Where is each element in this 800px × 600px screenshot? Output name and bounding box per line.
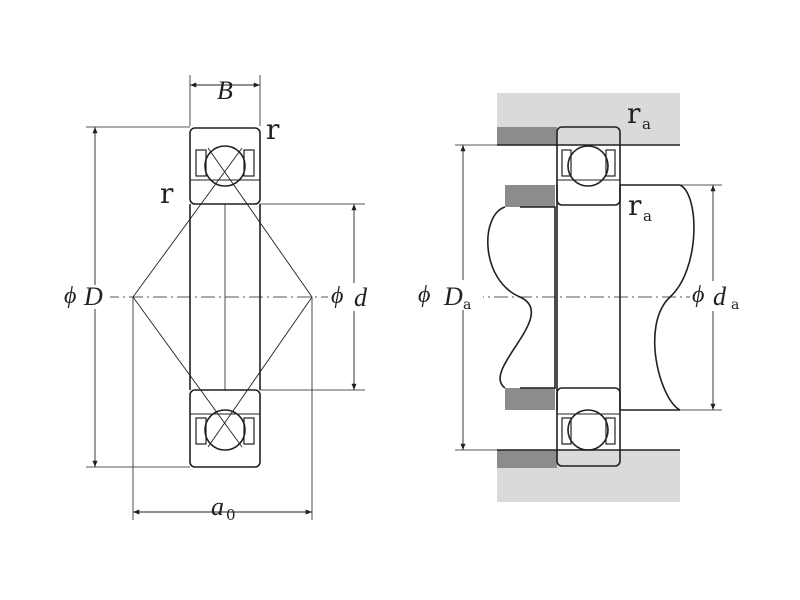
shaft-dia-sub: a bbox=[731, 297, 739, 313]
housing-fillet-sub: a bbox=[642, 115, 651, 133]
housing-dia-sub: a bbox=[463, 297, 471, 313]
housing-fillet-label: r bbox=[627, 97, 641, 130]
offset-sub: 0 bbox=[226, 506, 236, 524]
offset-label: a bbox=[211, 492, 224, 521]
outer-dia-label: D bbox=[83, 282, 103, 311]
outer-ring-bottom bbox=[189, 389, 261, 468]
width-label: B bbox=[217, 76, 233, 105]
shaft-fillet-label: r bbox=[628, 189, 642, 222]
outer-dia-symbol: ϕ bbox=[64, 283, 76, 309]
shaft-fillet-sub: a bbox=[643, 207, 652, 225]
housing-dia-symbol: ϕ bbox=[418, 282, 430, 308]
shaft-dia-label: d bbox=[713, 282, 727, 311]
housing-dia-label: D bbox=[443, 282, 463, 311]
bore-label: d bbox=[354, 283, 368, 312]
ball-top bbox=[204, 145, 246, 187]
right-mounting-view: r a r a ϕ D a ϕ d a bbox=[415, 93, 750, 502]
bore-symbol: ϕ bbox=[331, 283, 343, 309]
shaft-dia-symbol: ϕ bbox=[692, 282, 704, 308]
chamfer-top-label: r bbox=[266, 113, 280, 146]
chamfer-inner-label: r bbox=[160, 177, 174, 210]
ball-bottom bbox=[204, 409, 246, 451]
left-bearing-view: B r r ϕ D ϕ d a 0 bbox=[64, 75, 373, 524]
outer-ring-top bbox=[189, 127, 261, 205]
